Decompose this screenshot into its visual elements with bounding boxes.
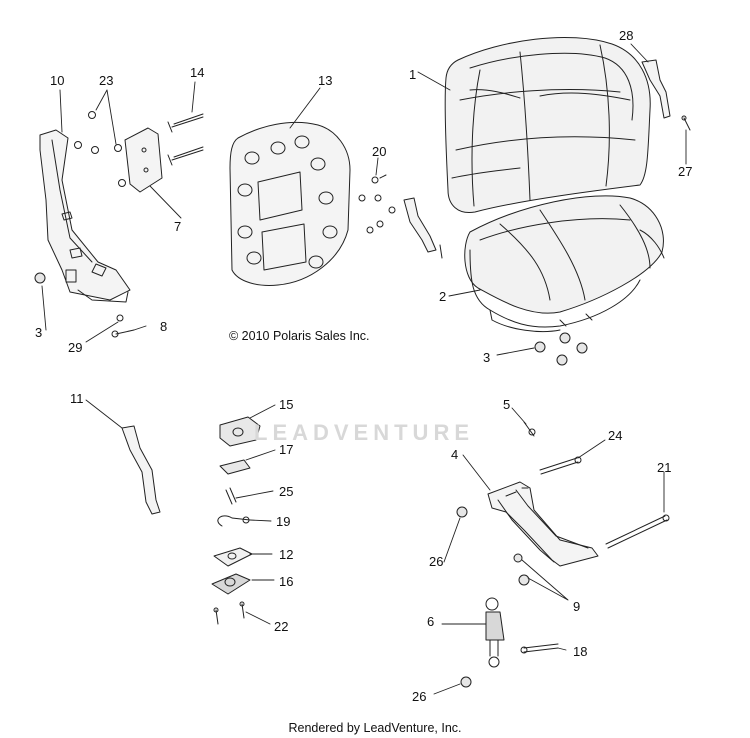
panel-13 <box>229 121 351 286</box>
nut-26-group <box>456 506 530 688</box>
callout-18: 18 <box>573 644 588 659</box>
pin-25 <box>225 487 237 505</box>
callout-28: 28 <box>619 28 634 43</box>
copyright-text: © 2010 Polaris Sales Inc. <box>229 329 370 343</box>
callout-23: 23 <box>99 73 114 88</box>
bracket-10 <box>39 129 131 303</box>
callout-3-left: 3 <box>35 325 43 340</box>
callout-1: 1 <box>409 67 417 82</box>
callout-24: 24 <box>608 428 623 443</box>
watermark-text: LEADVENTURE <box>254 420 475 445</box>
callout-17: 17 <box>279 442 294 457</box>
bolt-14-group <box>167 113 204 166</box>
pin-27 <box>681 115 691 131</box>
washer-29 <box>116 314 124 322</box>
plate-12 <box>213 547 253 567</box>
latch-16 <box>211 573 251 595</box>
cushion-15 <box>219 416 261 447</box>
frame-4 <box>487 481 599 567</box>
rod-21 <box>605 514 670 549</box>
callout-20: 20 <box>372 144 387 159</box>
screw-22 <box>213 601 245 625</box>
callout-3-right: 3 <box>483 350 491 365</box>
bolt-5 <box>523 421 536 437</box>
callout-14: 14 <box>190 65 205 80</box>
callout-2: 2 <box>439 289 447 304</box>
strap-11 <box>121 425 161 515</box>
callout-4: 4 <box>451 447 459 462</box>
plate-7 <box>124 127 163 193</box>
fastener-20-group <box>358 174 396 234</box>
callout-19: 19 <box>276 514 291 529</box>
callout-11: 11 <box>70 391 84 406</box>
callout-21: 21 <box>657 460 672 475</box>
callout-10: 10 <box>50 73 65 88</box>
callout-27: 27 <box>678 164 693 179</box>
callout-15: 15 <box>279 397 294 412</box>
callout-16: 16 <box>279 574 294 589</box>
nut-3-group <box>34 272 588 366</box>
shock-6 <box>485 597 505 668</box>
callout-29: 29 <box>68 340 83 355</box>
rod-24 <box>539 456 582 475</box>
seat-back <box>444 36 651 214</box>
bolt-18 <box>520 643 559 654</box>
callout-22: 22 <box>274 619 289 634</box>
strap-small <box>403 197 443 259</box>
callout-9: 9 <box>573 599 581 614</box>
latch-17 <box>219 459 251 475</box>
leader-lines <box>41 43 687 695</box>
callout-8: 8 <box>160 319 168 334</box>
callout-7: 7 <box>174 219 182 234</box>
screw-8 <box>111 329 135 338</box>
callout-13: 13 <box>318 73 333 88</box>
callout-12: 12 <box>279 547 294 562</box>
seat-bottom <box>464 195 665 333</box>
clip-19 <box>217 515 251 527</box>
callout-5: 5 <box>503 397 511 412</box>
callout-25: 25 <box>279 484 294 499</box>
nut-23-group <box>74 111 126 187</box>
footer-text: Rendered by LeadVenture, Inc. <box>288 721 462 735</box>
callout-6: 6 <box>427 614 435 629</box>
strap-28 <box>641 59 671 119</box>
nut-9 <box>513 553 523 563</box>
callout-26-upper: 26 <box>429 554 444 569</box>
callout-26-lower: 26 <box>412 689 427 704</box>
